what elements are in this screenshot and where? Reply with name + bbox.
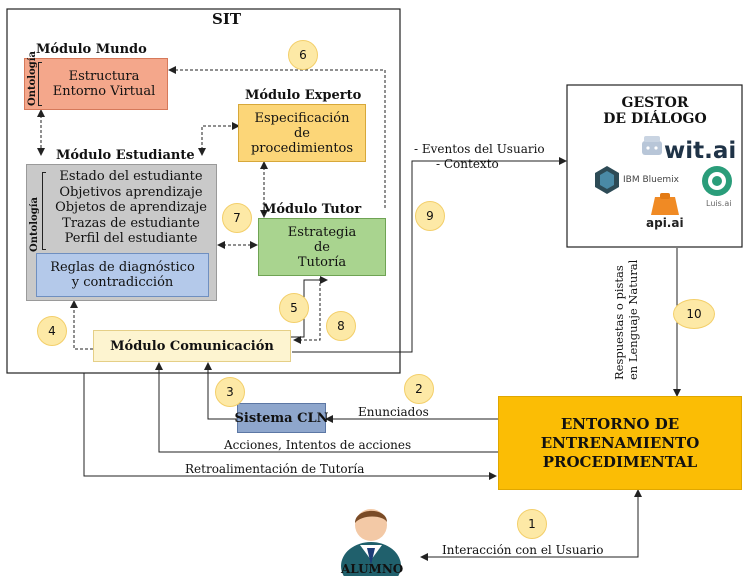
arrow-cln-comunicacion <box>204 362 237 420</box>
step-6: 6 <box>288 40 318 70</box>
tutor-line1: Estrategia <box>287 224 357 240</box>
gestor-title: GESTOR DE DIÁLOGO <box>590 95 720 127</box>
arrow-interaccion <box>420 489 642 561</box>
wit-icon <box>642 136 662 155</box>
gestor-title-line1: GESTOR <box>621 95 689 111</box>
tutor-box[interactable]: Estrategia de Tutoría <box>258 218 386 276</box>
wit-logo: wit.ai <box>664 138 737 164</box>
label-respuestas-line2: en Lenguaje Natural <box>626 259 640 380</box>
label-enunciados: Enunciados <box>358 405 429 419</box>
mundo-bracket <box>38 62 42 106</box>
label-eventos: - Eventos del Usuario <box>414 142 545 156</box>
ibm-logo: IBM Bluemix <box>623 175 679 185</box>
sit-title: SIT <box>212 10 242 28</box>
mundo-title: Módulo Mundo <box>36 42 147 57</box>
api-ai-icon <box>651 193 679 215</box>
estudiante-item: Perfil del estudiante <box>64 231 198 246</box>
reglas-line2: y contradicción <box>71 275 174 290</box>
tutor-line2: de <box>313 239 330 255</box>
step-1: 1 <box>517 509 547 539</box>
arrow-estudiante-experto <box>198 122 240 156</box>
step-9: 9 <box>415 201 445 231</box>
experto-title: Módulo Experto <box>245 88 362 103</box>
step-7: 7 <box>222 203 252 233</box>
label-respuestas: Respuestas o pistas en Lenguaje Natural <box>612 260 674 380</box>
entorno-line2: ENTRENAMIENTO <box>540 433 700 452</box>
label-contexto: - Contexto <box>436 157 499 171</box>
gestor-title-line2: DE DIÁLOGO <box>603 111 707 127</box>
estudiante-item: Objetivos aprendizaje <box>59 184 203 200</box>
alumno-label: ALUMNO <box>341 562 404 576</box>
arrow-acciones <box>155 362 498 453</box>
step-2: 2 <box>404 374 434 404</box>
estudiante-item: Objetos de aprendizaje <box>55 200 207 215</box>
ibm-bluemix-icon <box>595 166 619 194</box>
estudiante-bracket <box>42 172 46 250</box>
mundo-ontology-label: Ontología <box>27 50 38 106</box>
label-acciones: Acciones, Intentos de acciones <box>224 438 412 452</box>
step-3: 3 <box>215 377 245 407</box>
api-logo: api.ai <box>646 216 684 230</box>
sit-frame <box>6 8 401 374</box>
mundo-line2: Entorno Virtual <box>52 84 156 99</box>
estudiante-item: Estado del estudiante <box>59 169 203 184</box>
tutor-title: Módulo Tutor <box>262 202 362 217</box>
mundo-box[interactable]: Estructura Entorno Virtual <box>24 58 168 110</box>
cln-box[interactable]: Sistema CLN <box>234 403 329 433</box>
label-interaccion: Interacción con el Usuario <box>442 543 604 557</box>
entorno-line1: ENTORNO DE <box>560 414 680 433</box>
arrow-comunicacion-estudiante <box>70 300 93 350</box>
label-retroalimentacion: Retroalimentación de Tutoría <box>185 462 365 476</box>
cln-title: Sistema CLN <box>234 410 329 426</box>
estudiante-ontology-label: Ontología <box>29 196 40 252</box>
entorno-line3: PROCEDIMENTAL <box>542 452 698 471</box>
reglas-line1: Reglas de diagnóstico <box>50 260 195 275</box>
estudiante-title: Módulo Estudiante <box>56 148 195 163</box>
experto-line1: Especificación <box>254 110 350 126</box>
arrow-tutor-comunicacion <box>293 278 321 344</box>
step-5: 5 <box>279 293 309 323</box>
arrow-retroalimentacion <box>83 373 497 480</box>
luis-logo: Luis.ai <box>706 199 732 208</box>
experto-box[interactable]: Especificación de procedimientos <box>238 104 366 162</box>
label-respuestas-line1: Respuestas o pistas <box>612 265 626 380</box>
experto-line2: de <box>293 125 310 141</box>
experto-line3: procedimientos <box>250 140 354 156</box>
estudiante-items: Estado del estudiante Objetivos aprendiz… <box>48 169 214 247</box>
arrow-tutor-mundo <box>168 66 386 208</box>
tutor-line3: Tutoría <box>297 254 347 270</box>
step-10: 10 <box>673 299 715 329</box>
estudiante-item: Trazas de estudiante <box>62 215 200 231</box>
step-4: 4 <box>37 316 67 346</box>
gestor-frame <box>566 84 743 248</box>
step-8: 8 <box>326 311 356 341</box>
arrow-comunicacion-gestor <box>292 157 567 353</box>
reglas-box[interactable]: Reglas de diagnóstico y contradicción <box>36 253 209 297</box>
comunicacion-box[interactable]: Módulo Comunicación <box>93 330 291 362</box>
entorno-box[interactable]: ENTORNO DE ENTRENAMIENTO PROCEDIMENTAL <box>498 396 742 490</box>
student-icon <box>341 509 401 576</box>
comunicacion-title: Módulo Comunicación <box>110 338 274 354</box>
luis-icon <box>702 166 732 196</box>
mundo-line1: Estructura <box>68 69 140 84</box>
